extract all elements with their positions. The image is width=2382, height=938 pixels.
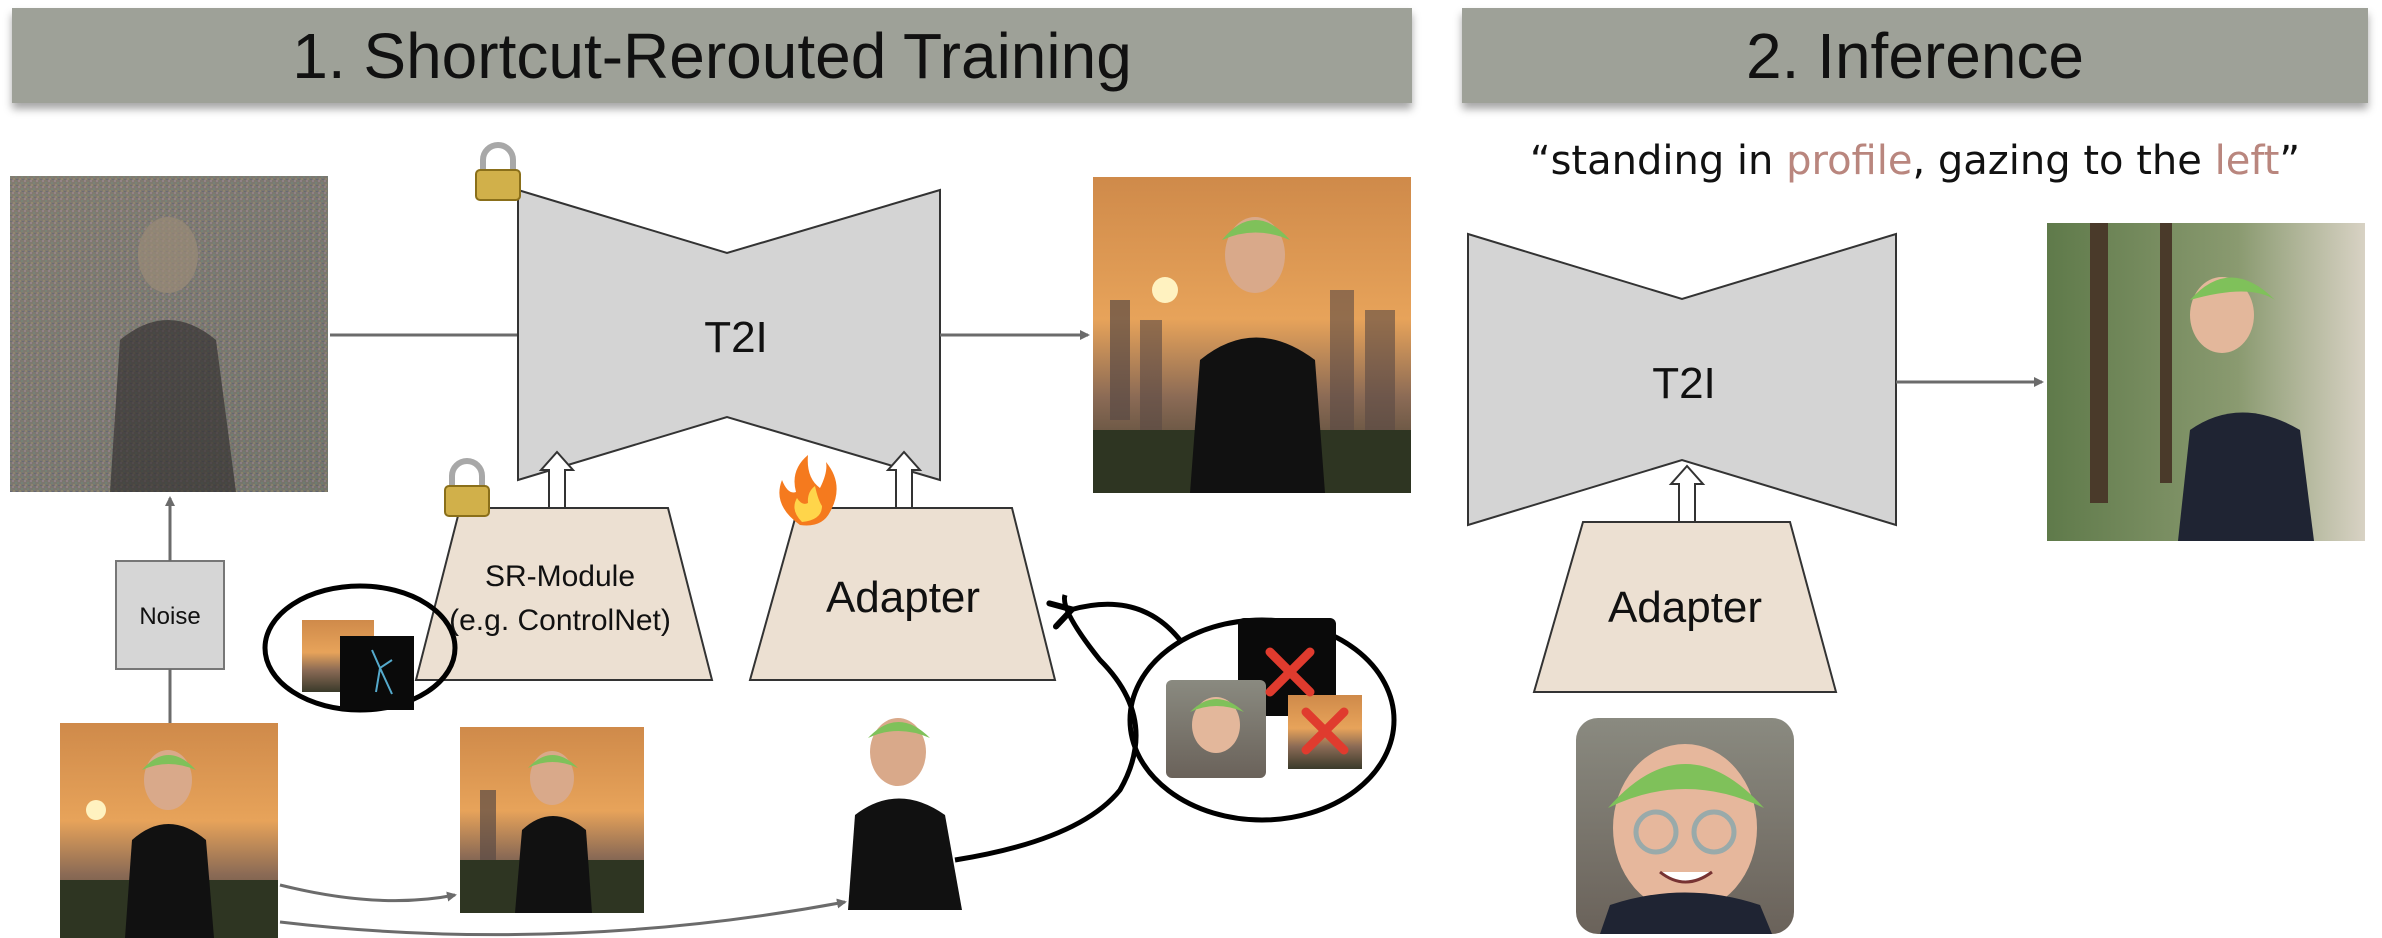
lock-icon bbox=[444, 458, 490, 517]
cross-icon bbox=[1301, 707, 1349, 755]
noisy-image bbox=[10, 176, 328, 492]
adapter-inference: Adapter bbox=[1532, 521, 1838, 693]
lock-icon bbox=[475, 142, 521, 201]
output-image bbox=[1093, 177, 1411, 493]
original-image bbox=[60, 723, 278, 938]
prompt-highlight-left: left bbox=[2214, 138, 2280, 184]
sr-module-label-1: SR-Module bbox=[485, 560, 635, 593]
arrow-image-to-cutout bbox=[279, 898, 847, 937]
prompt-caption: “standing in profile, gazing to the left… bbox=[1462, 138, 2368, 184]
sr-module-label-2: (e.g. ControlNet) bbox=[449, 604, 671, 637]
training-section-title: 1. Shortcut-Rerouted Training bbox=[12, 8, 1412, 103]
generated-image bbox=[2047, 223, 2365, 541]
prompt-text-start: “standing in bbox=[1529, 138, 1787, 184]
arrow-bubble-to-adapter bbox=[1046, 600, 1182, 642]
adapter-label: Adapter bbox=[826, 573, 980, 622]
t2i-label: T2I bbox=[704, 313, 768, 362]
rejected-condition-bubble bbox=[1127, 617, 1397, 823]
fire-icon bbox=[779, 455, 837, 526]
noise-label: Noise bbox=[139, 603, 200, 630]
arrow-adapter-to-t2i bbox=[885, 450, 923, 509]
sr-condition-bubble bbox=[262, 583, 458, 713]
cross-icon bbox=[1265, 647, 1315, 697]
inference-section-title: 2. Inference bbox=[1462, 8, 2368, 103]
adapter-training: Adapter bbox=[748, 507, 1057, 681]
arrow-adapter-to-t2i-inference bbox=[1668, 464, 1706, 523]
sr-module: SR-Module (e.g. ControlNet) bbox=[414, 507, 714, 681]
reference-selfie bbox=[1576, 718, 1794, 934]
prompt-text-middle: , gazing to the bbox=[1912, 138, 2215, 184]
t2i-model-training: T2I bbox=[517, 188, 941, 482]
condition-image bbox=[460, 727, 644, 913]
t2i-model-inference: T2I bbox=[1467, 232, 1897, 527]
prompt-highlight-profile: profile bbox=[1786, 138, 1913, 184]
arrow-sr-to-t2i bbox=[538, 450, 576, 509]
prompt-text-end: ” bbox=[2279, 138, 2301, 184]
cutout-person bbox=[848, 718, 962, 910]
arrow-image-to-condition bbox=[279, 883, 457, 903]
t2i-inference-label: T2I bbox=[1652, 359, 1716, 408]
noise-box: Noise bbox=[115, 560, 225, 670]
adapter-inference-label: Adapter bbox=[1608, 583, 1762, 632]
